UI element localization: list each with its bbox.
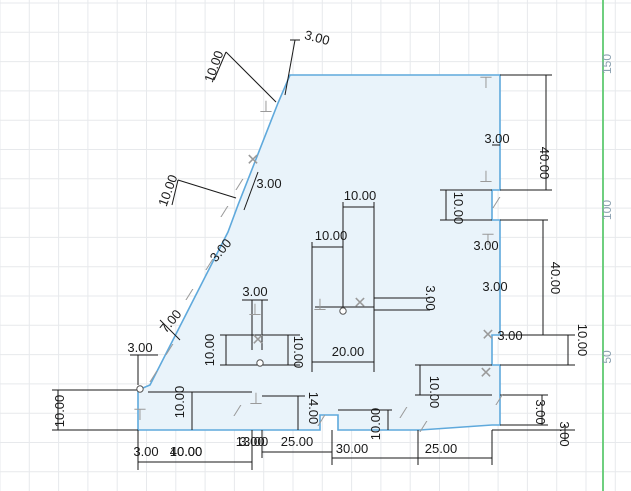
constraint-glyph[interactable]: ∕: [495, 392, 504, 409]
constraint-glyph[interactable]: ∕: [233, 403, 242, 420]
constraint-glyph[interactable]: ✕: [251, 332, 264, 349]
ruler-label-100: 100: [600, 200, 614, 220]
sketch-point[interactable]: [339, 307, 347, 315]
dimension-value[interactable]: 10.00: [202, 334, 217, 367]
sketch-point[interactable]: [256, 359, 264, 367]
dimension-value[interactable]: 3.00: [256, 176, 281, 191]
constraint-glyph[interactable]: ⊤: [481, 232, 495, 249]
constraint-glyph[interactable]: ∕: [220, 204, 229, 221]
constraint-glyph[interactable]: ⊥: [259, 99, 273, 116]
constraint-glyph[interactable]: ⊥: [313, 297, 327, 314]
sketch-points: [136, 307, 347, 393]
dimension-value[interactable]: 30.00: [336, 441, 369, 456]
constraint-glyph[interactable]: ⊤: [133, 407, 147, 424]
dimension-value[interactable]: 10.00: [368, 408, 383, 441]
dimension-value[interactable]: 10.00: [451, 192, 466, 225]
constraint-glyph[interactable]: ✕: [246, 152, 259, 169]
constraint-glyph[interactable]: ∕: [149, 369, 158, 386]
constraint-glyph[interactable]: ∕: [235, 177, 244, 194]
sketch-point[interactable]: [136, 385, 144, 393]
dimension-value[interactable]: 25.00: [281, 434, 314, 449]
constraint-glyph[interactable]: ∕: [399, 405, 408, 422]
constraint-glyph[interactable]: ✕: [481, 327, 494, 344]
constraint-glyph[interactable]: ∕: [419, 419, 428, 436]
constraint-icons: ⊥⊤⊥∕⊤✕∕∕∕∕∕∕⊤∕⊥✕⊥⊥✕✕✕∕∕∕∕: [133, 75, 504, 436]
dimension-value[interactable]: 40.00: [548, 262, 563, 295]
constraint-glyph[interactable]: ∕: [317, 413, 326, 430]
dimension-value[interactable]: 3.00: [242, 284, 267, 299]
sketch-profile[interactable]: [137, 74, 501, 431]
dimension-value[interactable]: 20.00: [332, 344, 365, 359]
dimension-value[interactable]: 3.00: [423, 285, 438, 310]
dimension-value[interactable]: 10.00: [170, 444, 203, 459]
dimension-value[interactable]: 10.00: [155, 173, 180, 209]
constraint-glyph[interactable]: ∕: [205, 257, 214, 274]
dimension-value[interactable]: 10.00: [344, 188, 377, 203]
dimension-value[interactable]: 3.00: [557, 421, 572, 446]
ruler-label-50: 50: [600, 350, 614, 364]
dimension-value[interactable]: 3.00: [484, 131, 509, 146]
dimension-lines: [52, 39, 575, 470]
constraint-glyph[interactable]: ⊥: [248, 302, 262, 319]
dimension-value[interactable]: 10.00: [172, 386, 187, 419]
constraint-glyph[interactable]: ✕: [479, 365, 492, 382]
dimension-value[interactable]: 13.00: [236, 434, 269, 449]
dimension-value[interactable]: 14.00: [306, 392, 321, 425]
ruler-label-150: 150: [600, 54, 614, 74]
constraint-glyph[interactable]: ⊥: [479, 169, 493, 186]
dimension-value[interactable]: 40.00: [170, 444, 203, 459]
constraint-glyph[interactable]: ⊥: [249, 391, 263, 408]
dimension-value[interactable]: 3.00: [482, 279, 507, 294]
dimension-value[interactable]: 3.00: [303, 27, 331, 48]
dimension-value[interactable]: 3.00: [533, 399, 548, 424]
dimension-value[interactable]: 3.00: [133, 444, 158, 459]
dimension-value[interactable]: 3.00: [497, 328, 522, 343]
dimension-value[interactable]: 10.00: [52, 395, 67, 428]
constraint-glyph[interactable]: ✕: [353, 295, 366, 312]
dimension-value[interactable]: 10.00: [315, 228, 348, 243]
constraint-glyph[interactable]: ∕: [492, 195, 501, 212]
dimension-value[interactable]: 25.00: [425, 441, 458, 456]
dimension-value[interactable]: 10.00: [291, 336, 306, 369]
dimension-value[interactable]: 3.00: [473, 238, 498, 253]
dimension-value[interactable]: 3.00: [239, 434, 264, 449]
dimension-value[interactable]: 3.00: [127, 340, 152, 355]
constraint-glyph[interactable]: ∕: [165, 342, 174, 359]
dimension-value[interactable]: 10.00: [427, 376, 442, 409]
dimension-value[interactable]: 10.00: [575, 324, 590, 357]
dimension-value[interactable]: 40.00: [537, 147, 552, 180]
constraint-glyph[interactable]: ⊤: [479, 75, 493, 92]
constraint-glyph[interactable]: ∕: [185, 287, 194, 304]
